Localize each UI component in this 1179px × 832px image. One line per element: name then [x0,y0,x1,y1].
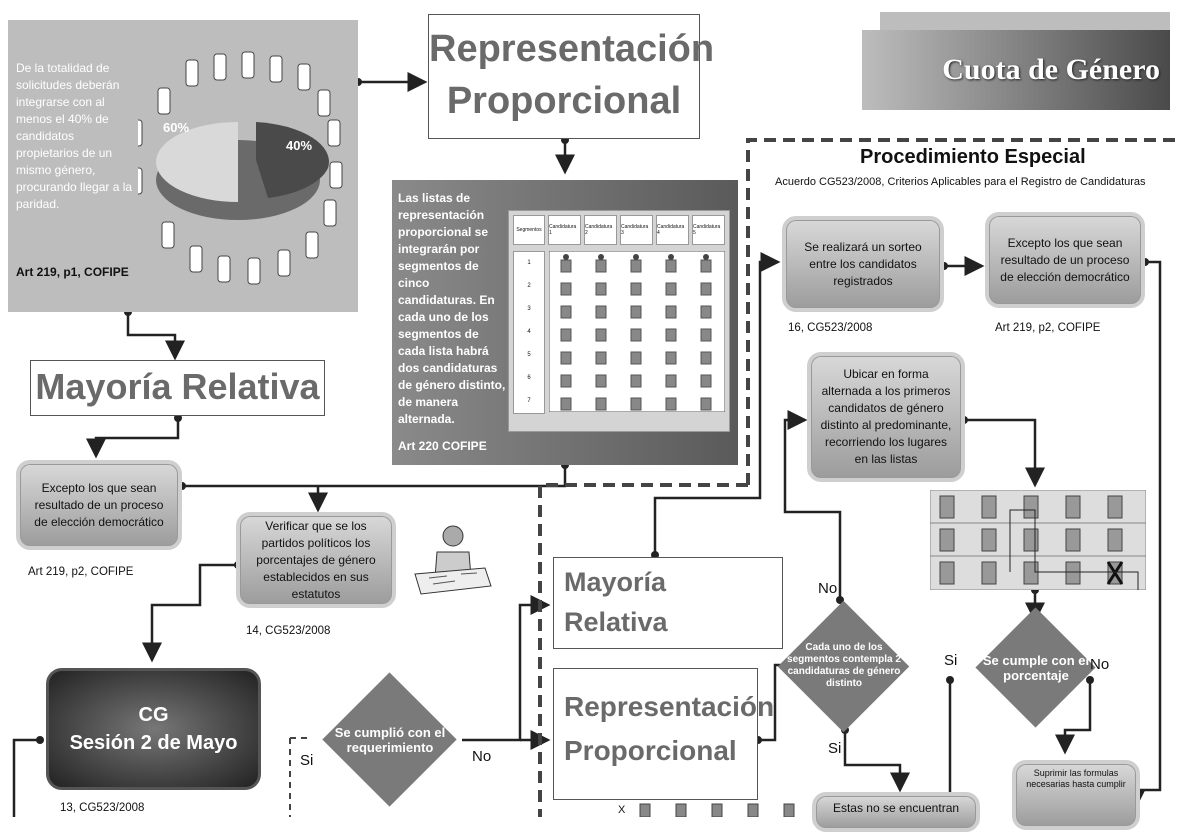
pie-label-large: 60% [163,120,190,135]
decision-segmentos-yes: Si [828,740,842,757]
pie-panel: De la totalidad de solicitudes deberán i… [8,20,358,312]
decision-cumplio-text: Se cumplió con el requerimiento [334,725,446,755]
row-marker: X [618,804,626,816]
pie-label-small: 40% [286,138,313,153]
segment-number: 3 [527,306,531,312]
header-cell: Candidatura 1 [548,215,581,245]
person-desk-icon [414,525,492,595]
segment-table-body: 1 2 3 4 5 6 7 [509,245,729,414]
segment-number: 2 [527,283,531,289]
excepto-right-box: Excepto los que sean resultado de un pro… [985,212,1145,308]
decision-cumplio-no: No [472,748,492,765]
decision-cumplio-yes: Si [300,752,314,769]
pie-panel-ref: Art 219, p1, COFIPE [16,265,129,279]
verificar-ref: 14, CG523/2008 [246,625,331,637]
segment-table: Segmentos Candidatura 1 Candidatura 2 Ca… [508,210,730,432]
mayoria-mid-line2: Relativa [564,607,668,637]
sorteo-ref: 16, CG523/2008 [788,322,873,334]
decision-porcentaje-no: No [1090,656,1110,673]
ubicar-box: Ubicar en forma alternada a los primeros… [807,352,965,482]
segment-numbers: 1 2 3 4 5 6 7 [513,251,545,414]
segment-number: 7 [527,398,531,404]
cuota-title: Cuota de Género [942,53,1160,86]
mayoria-relativa-box: Mayoría Relativa [30,360,325,416]
mayoria-mid-box: Mayoría Relativa [553,557,783,649]
decision-segmentos-text: Cada uno de los segmentos contempla 2 ca… [787,642,901,689]
listas-panel: Las listas de representación proporciona… [392,180,738,465]
estas-box: Estas no se encuentran [812,792,980,832]
listas-ref: Art 220 COFIPE [398,439,487,453]
verificar-box: Verificar que se los partidos políticos … [236,512,396,608]
decision-porcentaje-text: Se cumple con el porcentaje [982,653,1090,683]
bottom-figures-row [639,803,795,817]
rp-mid-line1: Representación [564,691,775,722]
suprimir-box: Suprimir las formulas necesarias hasta c… [1012,760,1140,830]
header-cell: Candidatura 2 [584,215,617,245]
alternation-grid [930,490,1146,590]
segment-number: 1 [527,260,531,266]
cg-session-line2: Sesión 2 de Mayo [69,732,238,754]
segment-number: 4 [527,329,531,335]
segment-table-header: Segmentos Candidatura 1 Candidatura 2 Ca… [509,211,729,245]
mayoria-mid-line1: Mayoría [564,567,667,597]
procedimiento-subtitle: Acuerdo CG523/2008, Criterios Aplicables… [775,176,1146,188]
decision-porcentaje-yes: Si [944,652,958,669]
header-cell: Candidatura 3 [620,215,653,245]
pie-chart-icon [138,51,343,285]
rp-title-line1: Representación [429,28,715,70]
header-cell: Segmentos [513,215,545,245]
procedimiento-title: Procedimiento Especial [860,146,1086,168]
cg-session-box: CG Sesión 2 de Mayo [46,668,261,790]
excepto-left-ref: Art 219, p2, COFIPE [28,566,134,578]
sorteo-box: Se realizará un sorteo entre los candida… [782,216,944,312]
cg-session-line1: CG [138,704,169,726]
candidate-figures-grid [549,251,725,412]
segment-number: 6 [527,375,531,381]
segment-number: 5 [527,352,531,358]
rp-mid-box: Representación Proporcional [553,668,775,800]
header-cell: Candidatura 5 [692,215,725,245]
rp-title-line2: Proporcional [446,80,682,122]
excepto-left-box: Excepto los que sean resultado de un pro… [16,460,182,550]
header-cell: Candidatura 4 [656,215,689,245]
excepto-right-ref: Art 219, p2, COFIPE [995,322,1101,334]
decision-segmentos-no: No [818,580,838,597]
rp-mid-line2: Proporcional [564,735,737,766]
cuota-banner: Cuota de Género [862,30,1170,110]
rp-title-box: Representación Proporcional [428,14,715,139]
pie-panel-text: De la totalidad de solicitudes deberán i… [16,61,133,211]
listas-text: Las listas de representación proporciona… [398,191,506,426]
cg-session-ref: 13, CG523/2008 [60,802,145,814]
